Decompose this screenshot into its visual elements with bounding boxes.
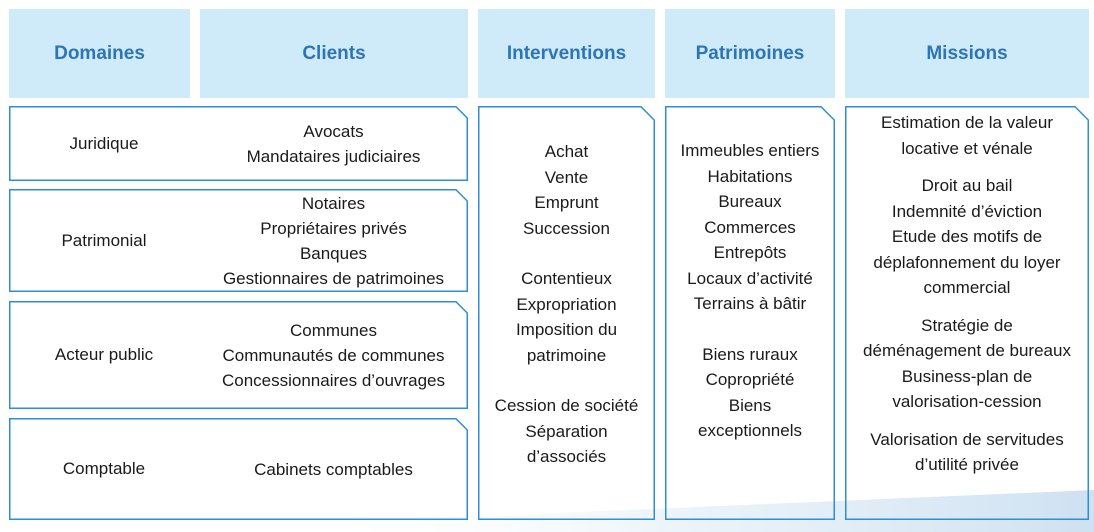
missions-box: Estimation de la valeur locative et véna… [845,106,1089,520]
patrimoine-item: Locaux d’activité [687,268,813,288]
intervention-item: d’associés [526,447,607,466]
patrimoine-item: Commerces [704,217,796,237]
client-item: Banques [299,243,368,263]
patrimoines-frame [665,106,835,520]
mission-item: Etude des motifs de [891,227,1043,246]
client-item: Communes [290,320,377,340]
client-item: Gestionnaires de patrimoines [222,268,445,288]
client-item: Notaires [301,193,366,213]
intervention-item: Expropriation [516,294,617,314]
row-frame [9,418,468,520]
interventions-group: Achat Vente Emprunt Succession [478,139,655,241]
intervention-item: Cession de société [494,396,639,415]
intervention-item: patrimoine [526,345,607,365]
intervention-item: Contentieux [521,269,612,288]
interventions-frame [478,106,655,520]
intervention-item: Emprunt [534,193,599,212]
header-interventions-label: Interventions [506,42,627,64]
header-domaines-label: Domaines [54,42,145,64]
interventions-group: Cession de société Séparation d’associés [478,393,655,470]
mission-item: valorisation-cession [892,392,1042,411]
mission-item: déplafonnement du loyer [873,252,1061,272]
patrimoine-item: Copropriété [705,370,795,389]
mission-item: déménagement de bureaux [863,341,1071,360]
row-frame [9,106,468,181]
interventions-group: Contentieux Expropriation Imposition du … [478,266,655,368]
row-frame [9,301,468,409]
row-acteur-public: Acteur public Communes Communautés de co… [9,301,468,409]
header-interventions: Interventions [478,9,655,98]
patrimoine-item: Biens ruraux [702,344,798,364]
patrimoine-item: exceptionnels [698,421,802,440]
interventions-list: Achat Vente Emprunt Succession Contentie… [478,139,655,470]
patrimoines-group: Immeubles entiers Habitations Bureaux Co… [665,138,835,317]
client-item: Communautés de communes [222,345,445,365]
header-domaines: Domaines [9,9,190,98]
patrimoines-group: Biens ruraux Copropriété Biens exception… [665,342,835,444]
patrimoines-list: Immeubles entiers Habitations Bureaux Co… [665,138,835,444]
mission-item: Indemnité d’éviction [891,201,1043,221]
row-juridique: Juridique Avocats Mandataires judiciaire… [9,106,468,181]
header-clients-label: Clients [302,42,366,64]
mission-item: Stratégie de [921,315,1013,335]
domain-label: Acteur public [54,345,154,364]
client-list: Avocats Mandataires judiciaires [199,119,468,169]
row-comptable: Comptable Cabinets comptables [9,418,468,520]
domain-label: Patrimonial [61,230,147,250]
missions-group: Stratégie de déménagement de bureaux Bus… [845,313,1089,415]
client-list: Communes Communautés de communes Concess… [199,318,468,393]
intervention-item: Succession [523,218,610,238]
missions-group: Valorisation de servitudes d’utilité pri… [845,427,1089,478]
mission-item: Business-plan de [901,366,1033,386]
intervention-item: Vente [544,167,589,187]
mission-item: locative et vénale [901,138,1033,158]
domain-label: Juridique [69,133,139,153]
patrimoine-item: Habitations [707,166,793,186]
client-item: Avocats [303,121,364,141]
patrimoine-item: Terrains à bâtir [693,294,807,313]
patrimoine-item: Biens [728,395,772,415]
missions-group: Droit au bail Indemnité d’éviction Etude… [845,173,1089,301]
intervention-item: Imposition du [515,320,618,339]
client-item: Cabinets comptables [254,459,413,479]
missions-group: Estimation de la valeur locative et véna… [845,110,1089,161]
patrimoine-item: Bureaux [718,192,782,211]
mission-item: Valorisation de servitudes [870,429,1064,449]
client-item: Mandataires judiciaires [246,146,421,166]
client-item: Propriétaires privés [260,218,407,238]
header-missions-label: Missions [926,42,1008,64]
row-patrimonial: Patrimonial Notaires Propriétaires privé… [9,189,468,292]
header-clients: Clients [200,9,468,98]
mission-item: d’utilité privée [915,455,1019,474]
client-list: Cabinets comptables [199,457,468,482]
mission-item: Estimation de la valeur [881,113,1053,132]
interventions-box: Achat Vente Emprunt Succession Contentie… [478,106,655,520]
intervention-item: Séparation [525,421,608,441]
patrimoine-item: Entrepôts [713,243,787,262]
header-patrimoines: Patrimoines [665,9,835,98]
header-patrimoines-label: Patrimoines [695,42,805,64]
header-missions: Missions [845,9,1089,98]
missions-list: Estimation de la valeur locative et véna… [845,110,1089,478]
missions-frame [845,106,1089,520]
intervention-item: Achat [544,142,589,161]
row-frame [9,189,468,292]
mission-item: Droit au bail [921,176,1013,195]
client-item: Concessionnaires d’ouvrages [221,370,446,390]
patrimoine-item: Immeubles entiers [680,141,820,160]
patrimoines-box: Immeubles entiers Habitations Bureaux Co… [665,106,835,520]
mission-item: commercial [923,278,1011,297]
domain-label: Comptable [62,459,146,478]
client-list: Notaires Propriétaires privés Banques Ge… [199,191,468,291]
